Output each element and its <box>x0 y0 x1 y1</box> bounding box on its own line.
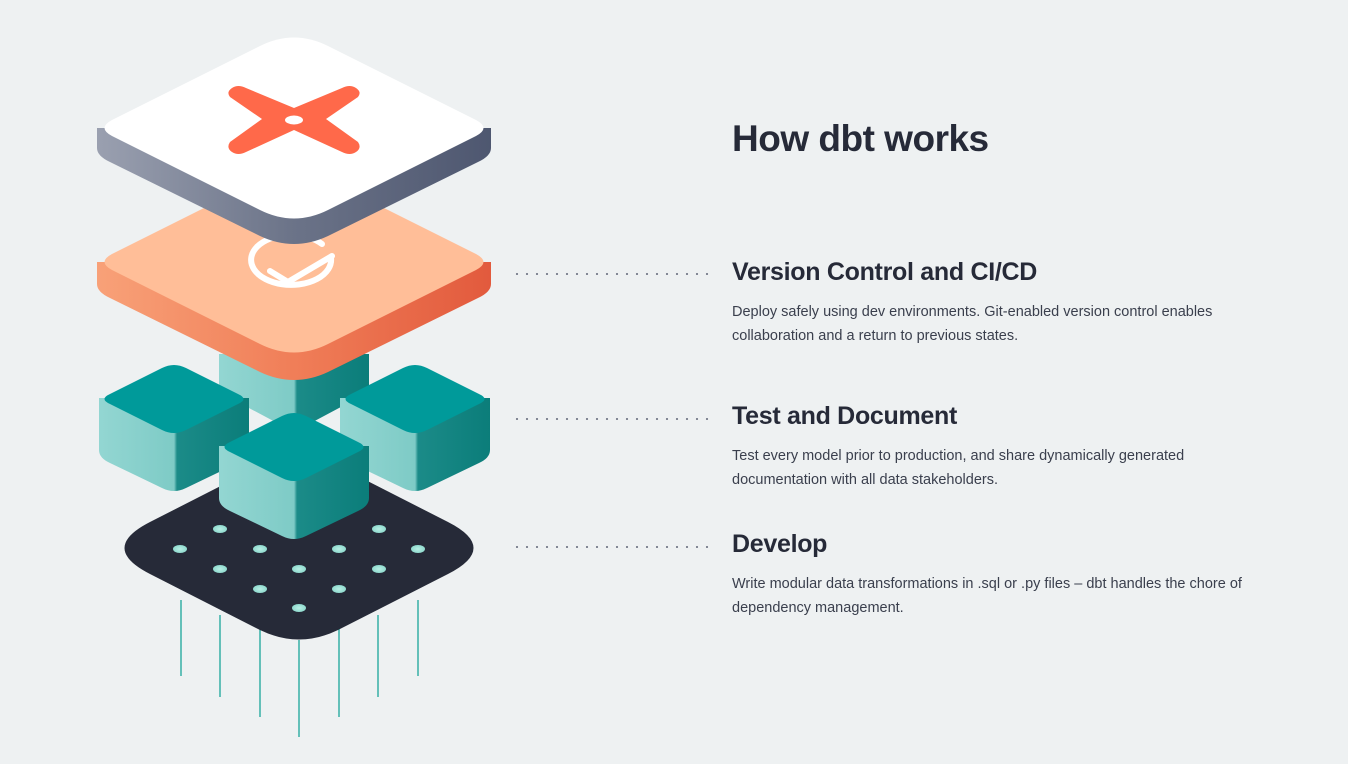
section-heading: Test and Document <box>732 402 958 430</box>
version-control-layer <box>97 171 491 380</box>
section-description: Test every model prior to production, an… <box>732 448 1185 488</box>
develop-layer <box>124 456 474 640</box>
dbt-logo-icon <box>228 86 360 154</box>
connector-dots-version-control <box>512 273 710 275</box>
section-heading: Version Control and CI/CD <box>732 258 1038 286</box>
test-document-layer <box>99 354 490 539</box>
cube-back <box>219 354 369 432</box>
connector-dots-test-document <box>512 418 710 420</box>
section-description: Deploy safely using dev environments. Gi… <box>732 304 1213 344</box>
cube-right <box>340 365 490 491</box>
connector-dots-develop <box>512 546 710 548</box>
section-test-document: Test and Document Test every model prior… <box>732 402 1272 492</box>
dbt-stack-illustration <box>97 37 491 737</box>
section-heading: Develop <box>732 530 828 558</box>
cube-left <box>99 365 249 491</box>
cube-front <box>219 413 369 539</box>
dbt-top-layer <box>97 37 491 244</box>
section-develop: Develop Write modular data transformatio… <box>732 530 1272 620</box>
section-description: Write modular data transformations in .s… <box>732 576 1242 616</box>
section-version-control: Version Control and CI/CD Deploy safely … <box>732 258 1272 348</box>
led-dots <box>173 525 425 612</box>
base-pins <box>180 600 419 737</box>
page-title: How dbt works <box>732 118 989 159</box>
